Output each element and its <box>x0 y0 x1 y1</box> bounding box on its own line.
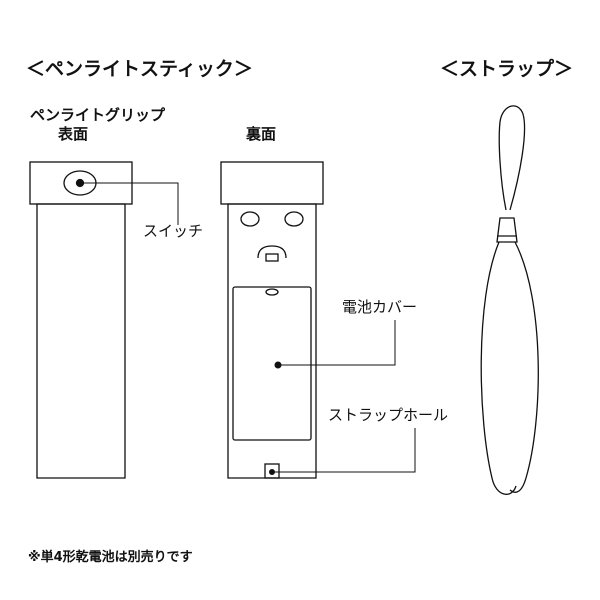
label-back: 裏面 <box>246 125 277 143</box>
front-grip-body <box>36 203 126 479</box>
callout-battery-cover: 電池カバー <box>342 298 418 316</box>
battery-cover <box>232 286 312 441</box>
back-grip-drawing <box>220 161 324 479</box>
footnote: ※単4形乾電池は別売りです <box>28 550 193 565</box>
strap-lower-loop-right <box>509 241 539 493</box>
back-grip-cap <box>220 161 324 205</box>
strap-upper-loop <box>498 105 526 211</box>
battery-cover-tab <box>257 245 287 259</box>
callout-switch: スイッチ <box>143 222 204 240</box>
title-strap: ＜ストラップ＞ <box>440 58 574 80</box>
screw-right <box>284 211 304 227</box>
switch-leader <box>83 182 179 225</box>
battery-cover-leader <box>278 320 396 366</box>
strap-lower-loop-left <box>480 241 517 495</box>
switch-dot <box>75 178 85 188</box>
battery-cover-latch <box>265 253 279 262</box>
strap-stopper <box>496 217 518 243</box>
callout-strap-hole: ストラップホール <box>328 406 449 424</box>
title-penlight-stick: ＜ペンライトスティック＞ <box>26 58 253 80</box>
back-grip-body <box>227 203 317 479</box>
strap-drawing <box>480 105 539 495</box>
label-front: 表面 <box>58 125 89 143</box>
front-grip-drawing <box>29 161 133 479</box>
screw-left <box>240 211 260 227</box>
battery-cover-slot <box>265 288 279 296</box>
label-front-grip: ペンライトグリップ <box>30 106 166 124</box>
strap-hole-leader <box>272 428 416 473</box>
strap-hole <box>264 463 280 479</box>
